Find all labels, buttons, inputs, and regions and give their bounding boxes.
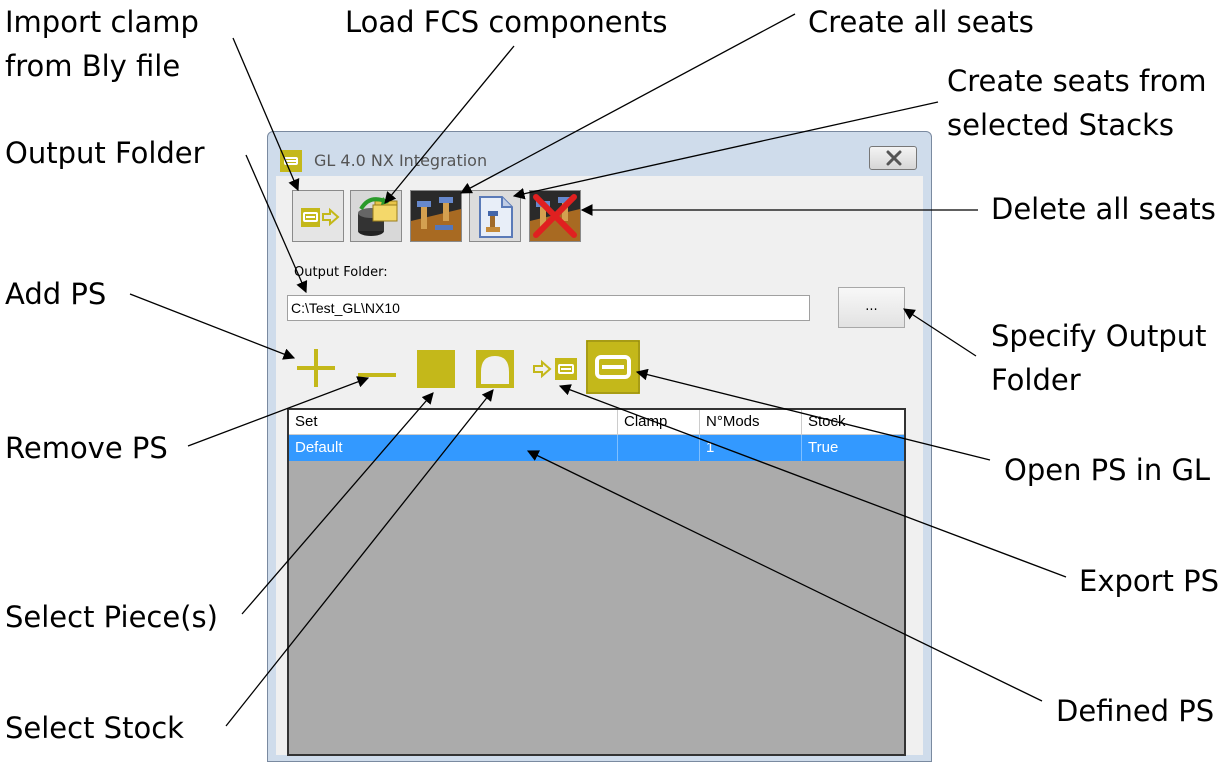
dialog-window: GL 4.0 NX Integration bbox=[267, 131, 932, 762]
plus-icon bbox=[297, 349, 335, 387]
export-ps-button[interactable] bbox=[533, 358, 579, 380]
delete-all-seats-icon bbox=[530, 191, 580, 241]
app-logo-icon bbox=[280, 150, 302, 172]
column-header-stock[interactable]: Stock bbox=[802, 410, 904, 434]
ps-table[interactable]: Set Clamp N°Mods Stock Default 1 True bbox=[287, 408, 906, 756]
callout-select-pieces: Select Piece(s) bbox=[5, 600, 218, 634]
select-pieces-button[interactable] bbox=[417, 350, 455, 388]
output-folder-label: Output Folder: bbox=[294, 265, 388, 280]
table-row[interactable]: Default 1 True bbox=[289, 435, 904, 461]
cell-stock: True bbox=[808, 439, 839, 456]
open-ps-gl-button[interactable] bbox=[586, 340, 640, 394]
callout-defined-ps: Defined PS bbox=[1056, 694, 1215, 728]
create-selected-seats-icon bbox=[470, 191, 520, 241]
delete-all-seats-button[interactable] bbox=[529, 190, 581, 242]
load-fcs-button[interactable] bbox=[350, 190, 402, 242]
filled-square-icon bbox=[417, 350, 455, 388]
column-header-set[interactable]: Set bbox=[289, 410, 618, 434]
table-header: Set Clamp N°Mods Stock bbox=[289, 410, 904, 435]
callout-open-ps: Open PS in GL bbox=[1004, 453, 1211, 487]
callout-remove-ps: Remove PS bbox=[5, 431, 168, 465]
close-icon bbox=[886, 150, 902, 166]
callout-output-folder: Output Folder bbox=[5, 136, 205, 170]
callout-specify-output: Specify Output Folder bbox=[991, 319, 1207, 397]
column-header-nmods[interactable]: N°Mods bbox=[700, 410, 802, 434]
window-title: GL 4.0 NX Integration bbox=[314, 151, 488, 170]
callout-export-ps: Export PS bbox=[1079, 564, 1220, 598]
import-clamp-icon bbox=[301, 207, 340, 227]
callout-create-selected-seats: Create seats from selected Stacks bbox=[947, 64, 1207, 142]
select-stock-button[interactable] bbox=[476, 350, 514, 388]
browse-output-button[interactable]: ... bbox=[838, 287, 905, 328]
remove-ps-button[interactable] bbox=[357, 364, 397, 377]
title-bar: GL 4.0 NX Integration bbox=[268, 132, 931, 172]
dialog-client-area: Output Folder: C:\Test_GL\NX10 ... bbox=[276, 176, 923, 756]
callout-add-ps: Add PS bbox=[5, 277, 107, 311]
column-header-clamp[interactable]: Clamp bbox=[618, 410, 700, 434]
add-ps-button[interactable] bbox=[296, 348, 336, 388]
create-all-seats-button[interactable] bbox=[410, 190, 462, 242]
minus-icon bbox=[358, 373, 396, 377]
cell-set: Default bbox=[289, 435, 618, 461]
output-folder-input[interactable]: C:\Test_GL\NX10 bbox=[287, 295, 810, 321]
callout-delete-all-seats: Delete all seats bbox=[991, 192, 1216, 226]
cell-nmods: 1 bbox=[700, 435, 802, 461]
cell-clamp bbox=[618, 435, 700, 461]
import-clamp-button[interactable] bbox=[292, 190, 344, 242]
load-fcs-icon bbox=[351, 191, 401, 241]
create-selected-seats-button[interactable] bbox=[469, 190, 521, 242]
callout-import-clamp: Import clamp from Bly file bbox=[5, 5, 199, 83]
callout-create-all-seats: Create all seats bbox=[808, 5, 1034, 39]
callout-load-fcs: Load FCS components bbox=[345, 5, 668, 39]
export-arrow-icon bbox=[533, 358, 577, 380]
arch-icon bbox=[476, 350, 514, 388]
callout-select-stock: Select Stock bbox=[5, 711, 184, 745]
create-all-seats-icon bbox=[411, 191, 461, 241]
close-button[interactable] bbox=[869, 146, 917, 170]
open-gl-icon bbox=[586, 340, 640, 394]
